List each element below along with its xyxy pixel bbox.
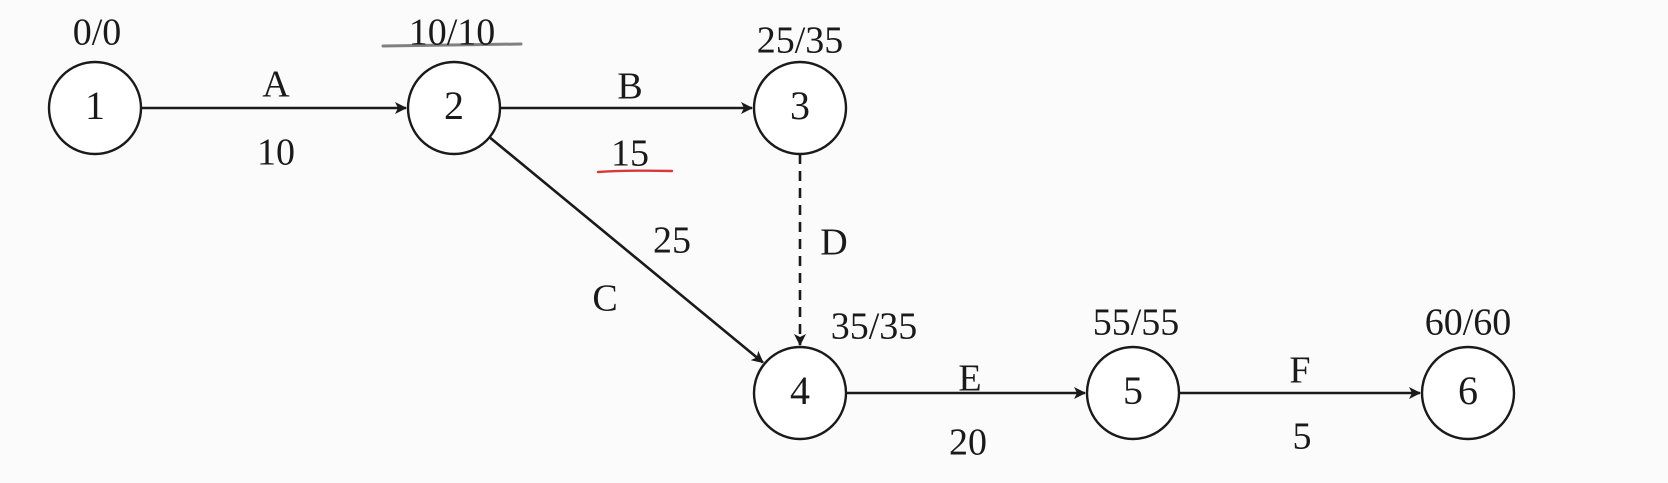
activity-label: D (820, 222, 847, 264)
activity-duration: 10 (257, 132, 295, 174)
activity-duration: 15 (611, 133, 649, 175)
event-time-label: 0/0 (73, 12, 122, 54)
decor-layer (381, 42, 674, 174)
event-time-label: 55/55 (1093, 302, 1180, 344)
activity-duration: 20 (949, 422, 987, 464)
activity-label: F (1289, 350, 1310, 392)
event-node-5: 5 (1085, 345, 1181, 441)
event-node-number: 5 (1123, 368, 1143, 413)
event-node-1: 1 (47, 60, 143, 156)
activity-label: E (958, 358, 981, 400)
event-time-label: 60/60 (1425, 302, 1512, 344)
event-time-label: 25/35 (757, 20, 844, 62)
red-underline-mark (596, 169, 674, 174)
activity-label: C (592, 278, 617, 320)
event-node-number: 1 (85, 83, 105, 128)
activity-label: B (617, 66, 642, 108)
event-node-circle (47, 60, 143, 156)
nodes-layer: 1 2 3 4 5 6 (47, 60, 1516, 441)
activity-duration: 25 (653, 220, 691, 262)
event-node-circle (1420, 345, 1516, 441)
event-node-6: 6 (1420, 345, 1516, 441)
activity-label: A (262, 64, 290, 106)
event-node-circle (752, 345, 848, 441)
event-node-2: 2 (406, 60, 502, 156)
event-time-label: 35/35 (831, 306, 918, 348)
event-node-circle (752, 60, 848, 156)
event-node-4: 4 (752, 345, 848, 441)
gray-underline-mark (381, 42, 523, 48)
event-node-number: 3 (790, 83, 810, 128)
event-node-number: 4 (790, 368, 810, 413)
event-node-number: 6 (1458, 368, 1478, 413)
event-node-circle (1085, 345, 1181, 441)
event-node-number: 2 (444, 83, 464, 128)
activity-duration: 5 (1293, 416, 1312, 458)
activity-arrow-c (488, 136, 764, 364)
event-time-label: 10/10 (409, 12, 496, 54)
edges-layer (141, 102, 1421, 399)
event-node-3: 3 (752, 60, 848, 156)
event-node-circle (406, 60, 502, 156)
